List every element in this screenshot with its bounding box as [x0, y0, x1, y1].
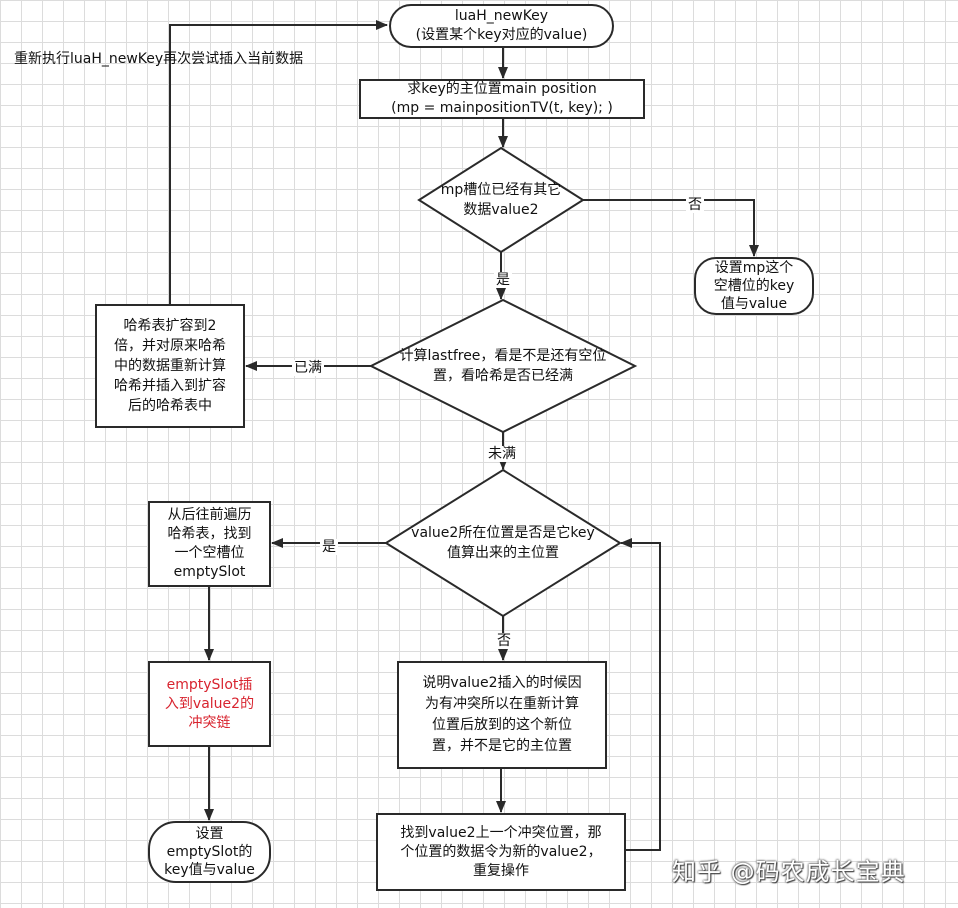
edge-label-not-full: 未满 [486, 446, 518, 462]
edge-rehash-loop-back [169, 20, 388, 304]
loop-back-annotation: 重新执行luaH_newKey再次尝试插入当前数据 [14, 51, 304, 67]
mp-occupied-decision-label: mp槽位已经有其它 数据value2 [440, 182, 562, 218]
set-empty-mp-node: 设置mp这个 空槽位的key 值与value [694, 257, 814, 315]
set-empty-slot-node: 设置 emptySlot的 key值与value [148, 821, 271, 883]
calc-lastfree-decision-label: 计算lastfree，看是不是还有空位 置，看哈希是否已经满 [399, 348, 607, 384]
edge-label-no: 否 [686, 197, 704, 213]
insert-into-collision-chain-node: emptySlot插 入到value2的 冲突链 [148, 661, 271, 747]
is-main-position-decision-label: value2所在位置是否是它key 值算出来的主位置 [411, 525, 595, 561]
main-position-node: 求key的主位置main position (mp = mainposition… [359, 79, 645, 119]
edge-label-no-main-position: 否 [495, 633, 513, 649]
edge-label-yes-main-position: 是 [320, 539, 338, 555]
start-node-luaH-newKey: luaH_newKey (设置某个key对应的value) [389, 4, 614, 48]
edge-findprev-loop-back [620, 538, 661, 851]
watermark: 知乎 @码农成长宝典 [672, 858, 906, 886]
find-empty-slot-node: 从后往前遍历 哈希表，找到 一个空槽位 emptySlot [148, 501, 271, 587]
edge-label-yes: 是 [494, 272, 512, 288]
edge-no-to-set-mp [583, 199, 759, 257]
edge-label-full: 已满 [292, 360, 324, 376]
explain-value2-node: 说明value2插入的时候因 为有冲突所以在重新计算 位置后放到的这个新位 置，… [397, 661, 607, 769]
rehash-node: 哈希表扩容到2 倍，并对原来哈希 中的数据重新计算 哈希并插入到扩容 后的哈希表… [95, 304, 245, 428]
find-prev-collision-node: 找到value2上一个冲突位置，那 个位置的数据令为新的value2， 重复操作 [376, 813, 626, 891]
